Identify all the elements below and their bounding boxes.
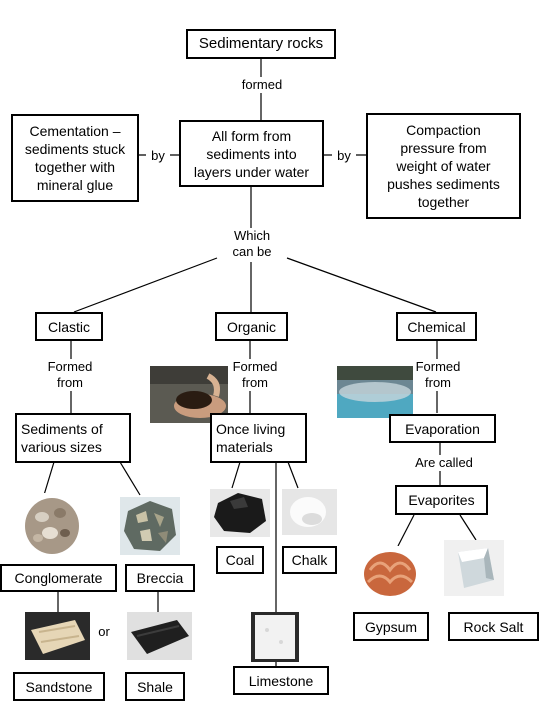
conglomerate-photo <box>22 493 82 557</box>
coal-photo <box>210 489 270 537</box>
chalk-photo <box>282 489 337 535</box>
chalk-icon <box>282 489 337 535</box>
link-label-formed-from-chemical: Formed from <box>408 359 468 391</box>
link-label-or: or <box>94 624 114 640</box>
conglomerate-rock-icon <box>22 493 82 557</box>
link-label-formed: formed <box>236 77 288 93</box>
node-organic: Organic <box>215 312 288 341</box>
soil-icon <box>150 366 228 423</box>
node-breccia: Breccia <box>125 564 195 592</box>
node-limestone: Limestone <box>233 666 329 695</box>
link-label-are-called: Are called <box>408 455 480 471</box>
node-evaporites: Evaporites <box>395 485 488 515</box>
node-sedimentary-rocks: Sedimentary rocks <box>186 29 336 59</box>
chemical-hot-spring-photo <box>337 366 413 418</box>
breccia-rock-icon <box>120 497 180 555</box>
shale-icon <box>127 612 192 660</box>
link-label-by-left: by <box>146 148 170 164</box>
node-compaction: Compaction pressure from weight of water… <box>366 113 521 219</box>
node-shale: Shale <box>125 672 185 701</box>
node-gypsum: Gypsum <box>353 612 429 641</box>
node-center: All form from sediments into layers unde… <box>179 120 324 187</box>
link-label-by-right: by <box>332 148 356 164</box>
steam-icon <box>337 366 413 418</box>
shale-photo <box>127 612 192 660</box>
coal-icon <box>210 489 270 537</box>
rock-salt-photo <box>444 540 504 596</box>
sandstone-photo <box>25 612 90 660</box>
limestone-icon <box>251 612 299 662</box>
node-sediments-of-various-sizes: Sediments of various sizes <box>15 413 131 463</box>
salt-crystal-icon <box>444 540 504 596</box>
node-evaporation: Evaporation <box>389 414 496 443</box>
node-conglomerate: Conglomerate <box>0 564 117 592</box>
link-label-formed-from-organic: Formed from <box>225 359 285 391</box>
node-sandstone: Sandstone <box>13 672 105 701</box>
link-label-formed-from-clastic: Formed from <box>40 359 100 391</box>
node-clastic: Clastic <box>35 312 103 341</box>
breccia-photo <box>120 497 180 555</box>
sandstone-icon <box>25 612 90 660</box>
limestone-photo <box>251 612 299 662</box>
gypsum-photo <box>360 546 420 600</box>
node-rock-salt: Rock Salt <box>448 612 539 641</box>
link-label-which-can-be: Which can be <box>226 228 278 260</box>
node-cementation: Cementation – sediments stuck together w… <box>11 114 139 202</box>
node-chalk: Chalk <box>282 546 337 574</box>
gypsum-rose-icon <box>360 546 420 600</box>
node-once-living-materials: Once living materials <box>210 413 307 463</box>
node-coal: Coal <box>216 546 264 574</box>
node-chemical: Chemical <box>396 312 477 341</box>
